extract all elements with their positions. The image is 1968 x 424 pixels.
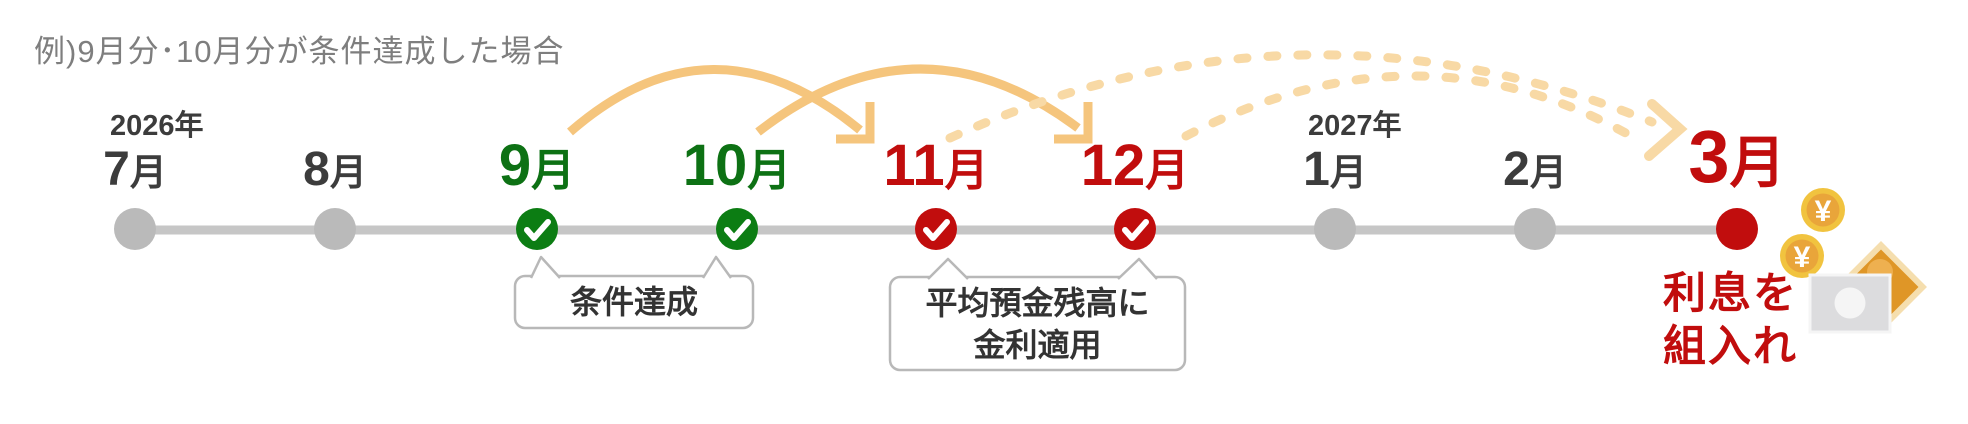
month-number: 2 xyxy=(1503,143,1530,196)
timeline-dot-feb xyxy=(1514,208,1556,250)
timeline-dot-jul xyxy=(114,208,156,250)
month-unit: 月 xyxy=(1729,131,1786,194)
callout-rate-line2: 金利適用 xyxy=(973,326,1102,363)
arrow-sep-to-nov xyxy=(567,65,875,144)
dashed-arrowhead-icon xyxy=(1644,99,1688,161)
bubble-tail xyxy=(927,257,969,280)
yen-coin-icon: ¥ xyxy=(1780,234,1824,278)
year-label-2026: 2026年 xyxy=(110,110,204,142)
dashed-arrow-nov-to-mar xyxy=(945,50,1657,143)
arrowhead-icon xyxy=(836,102,875,144)
bubble-box xyxy=(888,275,1187,372)
month-label-2: 2月 xyxy=(1503,146,1567,194)
arrow-arc xyxy=(567,65,863,136)
payout-label: 利息を 組入れ xyxy=(1663,268,1798,374)
month-label-10: 10月 xyxy=(683,137,792,195)
check-circle-dec xyxy=(1114,208,1156,250)
month-unit: 月 xyxy=(747,146,792,195)
month-unit: 月 xyxy=(1145,146,1190,195)
example-caption: 例)9月分･10月分が条件達成した場合 xyxy=(34,34,565,69)
bubble-box xyxy=(513,274,755,330)
month-number: 1 xyxy=(1303,143,1330,196)
month-number: 11 xyxy=(883,133,945,198)
check-circle-sep xyxy=(516,208,558,250)
month-unit: 月 xyxy=(329,152,367,193)
check-icon xyxy=(923,219,950,241)
month-number: 3 xyxy=(1688,115,1730,198)
month-label-9: 9月 xyxy=(499,137,575,195)
dashed-arrow-dec-to-mar xyxy=(1181,71,1643,145)
payout-line1: 利息を xyxy=(1663,270,1798,318)
check-circle-oct xyxy=(716,208,758,250)
check-icon xyxy=(724,219,751,241)
check-circle-nov xyxy=(915,208,957,250)
month-unit: 月 xyxy=(1529,152,1567,193)
banknote-icon xyxy=(1808,241,1927,334)
yen-coin-icon: ¥ xyxy=(1801,188,1845,232)
month-unit: 月 xyxy=(1329,152,1367,193)
timeline-dot-mar-payout xyxy=(1716,208,1758,250)
check-icon xyxy=(1122,219,1149,241)
bubble-tail xyxy=(701,255,733,279)
month-label-3: 3月 xyxy=(1688,120,1785,194)
month-label-7: 7月 xyxy=(103,146,167,194)
timeline-dot-aug xyxy=(314,208,356,250)
callout-rate-line1: 平均預金残高に xyxy=(925,284,1150,321)
month-label-8: 8月 xyxy=(303,146,367,194)
month-label-11: 11月 xyxy=(883,137,988,195)
yen-symbol: ¥ xyxy=(1815,195,1832,228)
month-unit: 月 xyxy=(944,146,989,195)
month-unit: 月 xyxy=(129,152,167,193)
arrow-arc xyxy=(755,64,1081,136)
bubble-tail xyxy=(529,255,561,279)
month-number: 12 xyxy=(1080,133,1146,198)
check-icon xyxy=(524,219,551,241)
month-label-12: 12月 xyxy=(1081,137,1190,195)
callout-achieved-label: 条件達成 xyxy=(569,284,698,320)
callout-achieved-bubble xyxy=(513,255,755,330)
month-number: 10 xyxy=(682,133,748,198)
year-label-2027: 2027年 xyxy=(1308,110,1402,142)
month-label-1: 1月 xyxy=(1303,146,1367,194)
payout-line2: 組入れ xyxy=(1663,323,1798,371)
timeline-dot-jan xyxy=(1314,208,1356,250)
yen-symbol: ¥ xyxy=(1794,241,1811,274)
arrowhead-icon xyxy=(1054,102,1093,144)
callout-rate-label: 平均預金残高に 金利適用 xyxy=(890,277,1185,370)
month-number: 7 xyxy=(103,143,130,196)
month-unit: 月 xyxy=(531,146,576,195)
month-number: 9 xyxy=(498,133,532,198)
callout-rate-bubble xyxy=(888,257,1187,372)
bubble-tail xyxy=(1117,257,1158,280)
month-number: 8 xyxy=(303,143,330,196)
